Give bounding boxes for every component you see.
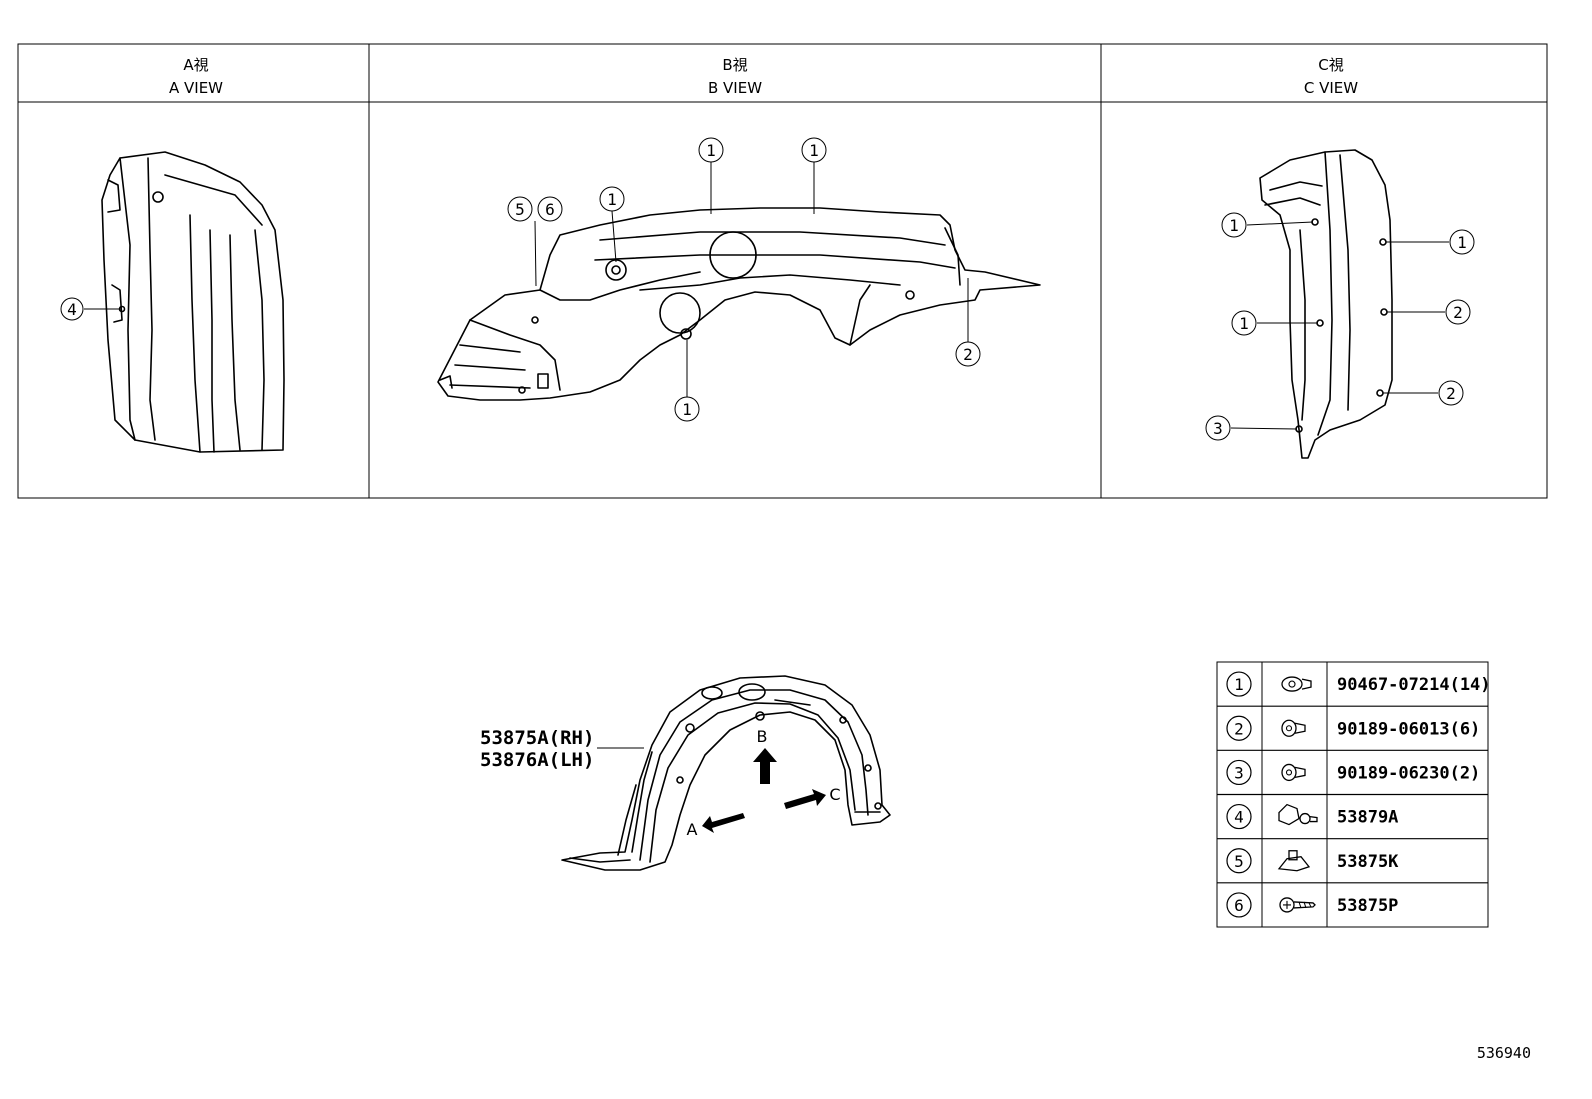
callout-c-1c: 1 [1231, 310, 1318, 336]
view-a-title-en: A VIEW [169, 79, 223, 97]
part-number: 90189-06230(2) [1337, 763, 1480, 783]
parts-table: 1 90467-07214(14) 2 90189-06013(6) 3 90189-06… [1216, 661, 1491, 928]
part-number: 90189-06013(6) [1337, 719, 1480, 739]
parts-table-row: 4 53879A [1226, 803, 1398, 830]
callout-b-1b: 1 [698, 137, 724, 214]
clip-icon [1281, 676, 1312, 692]
callout-c-2b: 2 [1383, 380, 1464, 406]
parts-table-row: 6 53875P [1226, 892, 1398, 918]
svg-text:1: 1 [809, 141, 819, 160]
ref-number: 6 [1234, 896, 1244, 915]
view-arrow-c: C [784, 785, 841, 809]
ref-number-circle [1226, 803, 1252, 830]
callout-b-5-6: 5 6 [507, 196, 563, 287]
ref-number-circle [1226, 715, 1252, 741]
callout-b-1a: 1 [599, 186, 625, 263]
ref-number: 3 [1234, 763, 1244, 782]
ref-number-circle [1226, 671, 1252, 697]
view-frame [17, 43, 1548, 499]
view-c-title-jp: C視 [1318, 56, 1343, 74]
main-part-number-lh: 53876A(LH) [480, 749, 594, 771]
parts-table-row: 3 90189-06230(2) [1226, 759, 1480, 786]
svg-text:2: 2 [1453, 303, 1463, 322]
svg-text:1: 1 [1457, 233, 1467, 252]
part-number: 53875P [1337, 896, 1398, 916]
screw-icon [1279, 897, 1316, 913]
callout-b-1d: 1 [674, 340, 700, 422]
view-b-title-jp: B視 [722, 56, 747, 74]
callout-b-2: 2 [955, 278, 981, 367]
parts-table-row: 2 90189-06013(6) [1226, 715, 1480, 741]
callout-c-1a: 1 [1221, 212, 1314, 238]
view-c-drawing [1259, 149, 1393, 459]
callout-c-3: 3 [1205, 415, 1298, 441]
svg-text:1: 1 [607, 190, 617, 209]
nut-icon [1277, 850, 1311, 872]
fender-liner-drawing [561, 675, 891, 871]
view-arrow-b: B [753, 727, 777, 784]
svg-text:B: B [757, 727, 768, 746]
view-arrow-a: A [687, 813, 745, 839]
svg-text:4: 4 [67, 300, 77, 319]
svg-text:1: 1 [706, 141, 716, 160]
view-b-title-en: B VIEW [708, 79, 762, 97]
ref-number: 2 [1234, 719, 1244, 738]
svg-text:2: 2 [963, 345, 973, 364]
ref-number-circle [1226, 848, 1252, 874]
callout-c-2a: 2 [1387, 299, 1471, 325]
ref-number: 1 [1234, 675, 1244, 694]
view-c-title-en: C VIEW [1304, 79, 1358, 97]
diagram-id: 536940 [1477, 1044, 1531, 1062]
svg-text:C: C [829, 785, 840, 804]
callout-a-4: 4 [60, 297, 120, 321]
ref-number: 4 [1234, 808, 1244, 827]
part-number: 53875K [1337, 852, 1399, 872]
part-number: 53879A [1337, 808, 1398, 828]
view-a-drawing [101, 151, 285, 453]
ref-number-circle [1226, 759, 1252, 786]
svg-text:1: 1 [682, 400, 692, 419]
parts-table-row: 5 53875K [1226, 848, 1399, 874]
ref-number-circle [1226, 892, 1252, 918]
main-part-number-rh: 53875A(RH) [480, 727, 594, 749]
callout-b-1c: 1 [801, 137, 827, 214]
callout-c-1b: 1 [1386, 229, 1475, 255]
view-a-title-jp: A視 [183, 56, 208, 74]
parts-table-row: 1 90467-07214(14) [1226, 671, 1491, 697]
svg-text:2: 2 [1446, 384, 1456, 403]
view-b-drawing [437, 207, 1041, 401]
svg-text:1: 1 [1229, 216, 1239, 235]
grommet-icon [1281, 763, 1306, 782]
svg-text:6: 6 [545, 200, 555, 219]
svg-text:1: 1 [1239, 314, 1249, 333]
retainer-icon [1278, 803, 1318, 826]
svg-text:5: 5 [515, 200, 525, 219]
grommet-icon [1281, 719, 1306, 737]
svg-text:3: 3 [1213, 419, 1223, 438]
svg-text:A: A [687, 820, 698, 839]
part-number: 90467-07214(14) [1337, 675, 1491, 695]
ref-number: 5 [1234, 852, 1244, 871]
